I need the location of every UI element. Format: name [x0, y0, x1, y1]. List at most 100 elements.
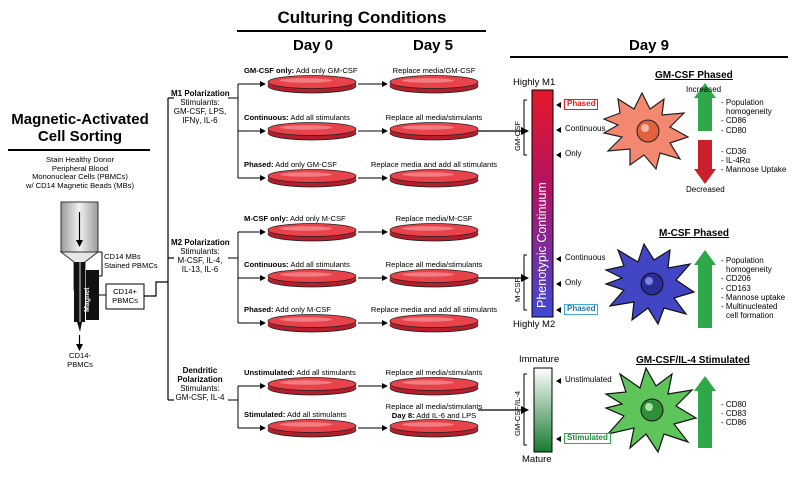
m1-only-marker: Only	[565, 149, 582, 158]
day0-caption-5: Continuous: Add all stimulants	[244, 260, 350, 270]
petri-dish-day5-row-4	[389, 223, 479, 242]
unstimulated-marker: Unstimulated	[565, 375, 612, 384]
petri-dish-day5-row-3	[389, 169, 479, 188]
m2-only-marker: Only	[565, 278, 582, 287]
condition-name: Continuous:	[244, 113, 289, 122]
day5-caption-5: Replace all media/stimulants	[363, 260, 505, 270]
mac-title-line1: Magnetic-Activated	[11, 111, 149, 128]
day5-action: Replace all media/stimulants	[385, 260, 483, 269]
increased-label: Increased	[686, 85, 722, 94]
day0-action: Add only M-CSF	[288, 214, 346, 223]
day5-action: Replace media/GM-CSF	[392, 66, 476, 75]
day0-caption-1: GM-CSF only: Add only GM-CSF	[244, 66, 358, 76]
condition-name: Stimulated:	[244, 410, 286, 419]
day0-header: Day 0	[292, 37, 334, 54]
day0-caption-3: Phased: Add only GM-CSF	[244, 160, 337, 170]
gm-csf-il4-stimulated-title: GM-CSF/IL-4 Stimulated	[636, 355, 750, 366]
gm-csf-up-arrow	[694, 83, 716, 131]
petri-dish-day5-row-7	[389, 377, 479, 396]
day0-caption-8: Stimulated: Add all stimulants	[244, 410, 347, 420]
day5-caption-3: Replace media and add all stimulants	[363, 160, 505, 170]
gm-csf-down-arrow	[694, 140, 716, 184]
gm-csf-phased-title: GM-CSF Phased	[655, 70, 733, 81]
petri-dish-day5-row-8	[389, 419, 479, 438]
gm-csf-il4-side-label: GM-CSF/IL-4	[513, 390, 522, 436]
phenotypic-continuum-label: Phenotypic Continuum	[535, 182, 549, 308]
petri-dish-day0-row-1	[267, 75, 357, 94]
day5-caption-2: Replace all media/stimulants	[363, 113, 505, 123]
highly-m2-label: Highly M2	[513, 319, 556, 330]
petri-dish-day5-row-1	[389, 75, 479, 94]
m-csf-side-label: M-CSF	[513, 277, 522, 302]
dc-up-arrow	[694, 376, 716, 448]
day8-action-line: Day 8: Add IL-6 and LPS	[363, 410, 505, 421]
m-csf-cell	[604, 242, 696, 326]
dc-up-list: - CD80- CD83- CD86	[721, 400, 747, 428]
day5-action: Replace media and add all stimulants	[370, 305, 498, 314]
m2-phased-marker: Phased	[564, 304, 599, 315]
condition-name: Unstimulated:	[244, 368, 295, 377]
cd14-plus-box	[105, 283, 145, 310]
condition-name: Phased:	[244, 305, 274, 314]
day5-action: Replace all media/stimulants	[385, 113, 483, 122]
day5-action: Replace media and add all stimulants	[370, 160, 498, 169]
m1-phased-marker: Phased	[564, 99, 599, 110]
dendritic-cell	[604, 366, 698, 454]
gm-csf-up-list: - Population homogeneity- CD86- CD80	[721, 98, 772, 135]
day5-caption-1: Replace media/GM-CSF	[363, 66, 505, 76]
day0-caption-7: Unstimulated: Add all stimulants	[244, 368, 356, 378]
decreased-label: Decreased	[686, 185, 725, 194]
m-csf-phased-title: M-CSF Phased	[659, 228, 730, 239]
immature-label: Immature	[519, 354, 560, 365]
maturation-bar	[533, 367, 553, 453]
cd14-plus-label: CD14+PBMCs	[112, 287, 138, 305]
condition-name: GM-CSF only:	[244, 66, 295, 75]
day5-action: Replace all media/stimulants	[385, 402, 483, 411]
mac-title-line2: Cell Sorting	[37, 127, 123, 145]
phenotypic-continuum-bar	[531, 89, 554, 318]
magnet-block	[86, 270, 99, 320]
day0-action: Add all stimulants	[285, 410, 347, 419]
day5-caption-4: Replace media/M-CSF	[363, 214, 505, 224]
petri-dish-day5-row-6	[389, 314, 479, 333]
petri-dish-day0-row-4	[267, 223, 357, 242]
day8-label: Day 8:	[391, 410, 415, 420]
day0-action: Add all stimulants	[288, 113, 350, 122]
dc-group-label: Dendritic Polarization Stimulants:GM-CSF…	[175, 366, 225, 402]
petri-dish-day0-row-3	[267, 169, 357, 188]
condition-name: Continuous:	[244, 260, 289, 269]
day0-action: Add all stimulants	[288, 260, 350, 269]
m-csf-up-list: - Population homogeneity- CD206- CD163- …	[721, 256, 786, 321]
stimulated-marker: Stimulated	[564, 433, 611, 444]
cd14-minus-label: CD14-PBMCs	[67, 351, 93, 369]
condition-name: M-CSF only:	[244, 214, 289, 223]
petri-dish-day0-row-6	[267, 314, 357, 333]
petri-dish-day5-row-2	[389, 122, 479, 141]
magnet-label: Magnet	[84, 287, 91, 313]
day0-action: Add only M-CSF	[273, 305, 331, 314]
day0-action: Add only GM-CSF	[273, 160, 337, 169]
petri-dish-day0-row-7	[267, 377, 357, 396]
day5-action: Replace all media/stimulants	[385, 368, 483, 377]
m-csf-up-arrow	[694, 250, 716, 328]
petri-dish-day0-row-2	[267, 122, 357, 141]
day9-header: Day 9	[628, 37, 670, 54]
mature-label: Mature	[522, 454, 552, 465]
culture-title: Culturing Conditions	[277, 8, 447, 27]
petri-dish-day5-row-5	[389, 269, 479, 288]
gm-csf-down-list: - CD36- IL-4Rα- Mannose Uptake	[721, 147, 787, 175]
petri-dish-day0-row-8	[267, 419, 357, 438]
m2-continuous-marker: Continuous	[565, 253, 606, 262]
m1-group-label: M1 Polarization Stimulants:GM-CSF, LPS,I…	[171, 89, 230, 125]
gm-csf-side-label: GM-CSF	[513, 121, 522, 151]
day0-caption-2: Continuous: Add all stimulants	[244, 113, 350, 123]
day8-action: Add IL-6 and LPS	[414, 410, 477, 420]
m1-continuous-marker: Continuous	[565, 124, 606, 133]
day0-caption-4: M-CSF only: Add only M-CSF	[244, 214, 346, 224]
m2-group-label: M2 Polarization Stimulants:M-CSF, IL-4,I…	[171, 238, 230, 274]
day5-caption-7: Replace all media/stimulants	[363, 368, 505, 378]
